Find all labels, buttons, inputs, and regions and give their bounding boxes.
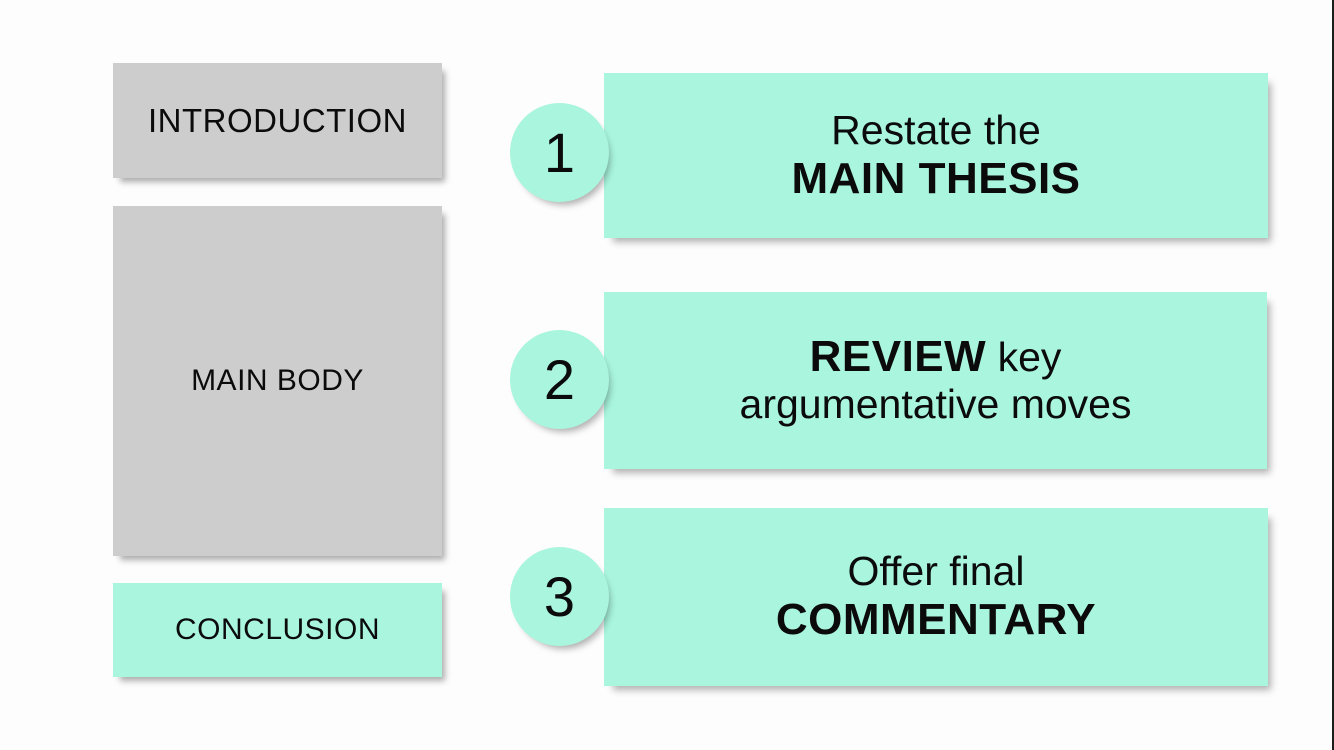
step-2-line-1-rest: key <box>986 333 1062 380</box>
structure-block-conclusion[interactable]: CONCLUSION <box>113 583 442 677</box>
step-2-line-1-emphasis: REVIEW <box>809 331 987 381</box>
step-number-badge-1[interactable]: 1 <box>510 103 609 202</box>
step-number-1: 1 <box>543 121 576 184</box>
step-number-3: 3 <box>543 565 576 628</box>
step-2-line-2: argumentative moves <box>739 381 1132 428</box>
structure-block-label: INTRODUCTION <box>148 101 407 139</box>
step-bar-3[interactable]: Offer final COMMENTARY <box>604 508 1268 686</box>
structure-block-introduction[interactable]: INTRODUCTION <box>113 63 442 178</box>
step-number-badge-2[interactable]: 2 <box>510 330 609 429</box>
step-bar-2[interactable]: REVIEW key argumentative moves <box>604 292 1267 469</box>
step-3-line-2: COMMENTARY <box>775 595 1097 645</box>
step-bar-1[interactable]: Restate the MAIN THESIS <box>604 73 1268 238</box>
step-2-line-1: REVIEW key <box>809 331 1062 381</box>
structure-block-label: MAIN BODY <box>191 364 364 397</box>
structure-block-main-body[interactable]: MAIN BODY <box>113 206 442 556</box>
structure-block-label: CONCLUSION <box>174 613 381 646</box>
step-3-line-1: Offer final <box>847 548 1025 595</box>
step-1-line-1: Restate the <box>831 106 1041 153</box>
step-number-badge-3[interactable]: 3 <box>510 547 609 646</box>
step-number-2: 2 <box>543 348 576 411</box>
step-1-line-2: MAIN THESIS <box>791 153 1081 203</box>
